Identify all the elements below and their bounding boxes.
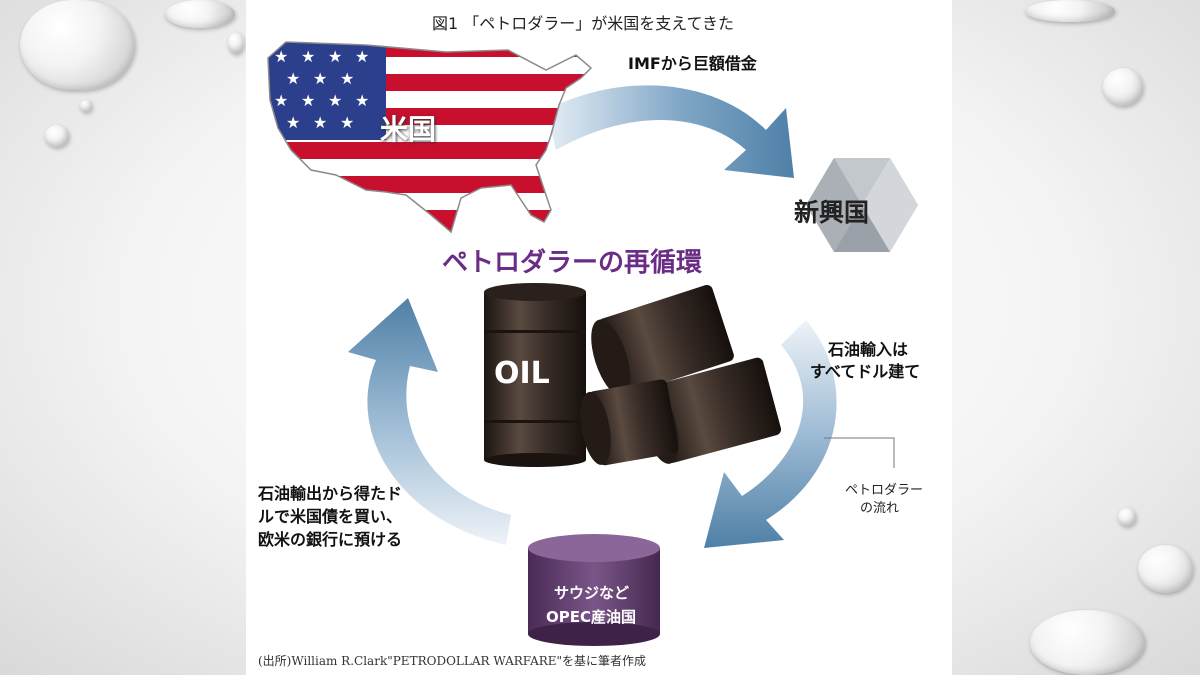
oil-barrels-stacked (580, 284, 782, 466)
water-drop (80, 100, 92, 112)
svg-text:★: ★ (355, 91, 369, 110)
water-drop (165, 0, 235, 28)
flow-arrow-emerging-to-opec (704, 320, 837, 548)
water-drop (1103, 68, 1143, 106)
svg-text:★: ★ (301, 91, 315, 110)
emerging-label: 新興国 (794, 198, 870, 227)
usa-label: 米国 (380, 113, 437, 146)
barrel-oil-label: OIL (494, 356, 550, 391)
svg-text:★: ★ (340, 69, 354, 88)
opec-cylinder (528, 534, 660, 646)
figure-title: 図1 「ペトロダラー」が米国を支えてきた (432, 14, 734, 33)
water-drop (228, 32, 244, 54)
svg-text:★: ★ (301, 47, 315, 66)
flow-note-leader (824, 437, 895, 468)
source-note: (出所)William R.Clark"PETRODOLLAR WARFARE"… (258, 654, 647, 668)
svg-text:★: ★ (286, 113, 300, 132)
svg-text:★: ★ (355, 47, 369, 66)
imf-loan-label: IMFから巨額借金 (628, 54, 757, 73)
flow-arrow-opec-to-usa (348, 298, 511, 545)
emerging-hexagon (806, 158, 918, 252)
svg-text:★: ★ (328, 47, 342, 66)
water-drop (1025, 0, 1115, 22)
svg-text:★: ★ (274, 47, 288, 66)
petrodollar-flow-note-line2: の流れ (860, 501, 900, 516)
petrodollar-flow-note-line1: ペトロダラー (845, 483, 924, 498)
flow-arrow-usa-to-emerging (546, 85, 794, 178)
svg-text:★: ★ (328, 91, 342, 110)
oil-import-label-line2: すべてドル建て (810, 362, 921, 381)
water-drop (1030, 610, 1145, 675)
water-drop (1138, 545, 1193, 593)
export-label-line3: 欧米の銀行に預ける (258, 530, 403, 549)
svg-text:★: ★ (286, 69, 300, 88)
water-drop (20, 0, 135, 90)
svg-text:★: ★ (274, 91, 288, 110)
petrodollar-diagram: ★★★★ ★★★ ★★★★ ★★★ (267, 41, 918, 646)
water-drop (45, 125, 69, 147)
oil-import-label-line1: 石油輸入は (828, 340, 909, 359)
svg-text:★: ★ (313, 69, 327, 88)
export-label-line1: 石油輸出から得たド (258, 484, 403, 503)
oil-barrel-upright (484, 283, 586, 467)
export-label-line2: ルで米国債を買い、 (258, 507, 403, 526)
water-drop (1118, 508, 1136, 526)
opec-label-line2: OPEC産油国 (546, 608, 637, 626)
svg-text:★: ★ (340, 113, 354, 132)
center-title: ペトロダラーの再循環 (442, 248, 703, 278)
opec-label-line1: サウジなど (554, 584, 630, 602)
svg-text:★: ★ (313, 113, 327, 132)
